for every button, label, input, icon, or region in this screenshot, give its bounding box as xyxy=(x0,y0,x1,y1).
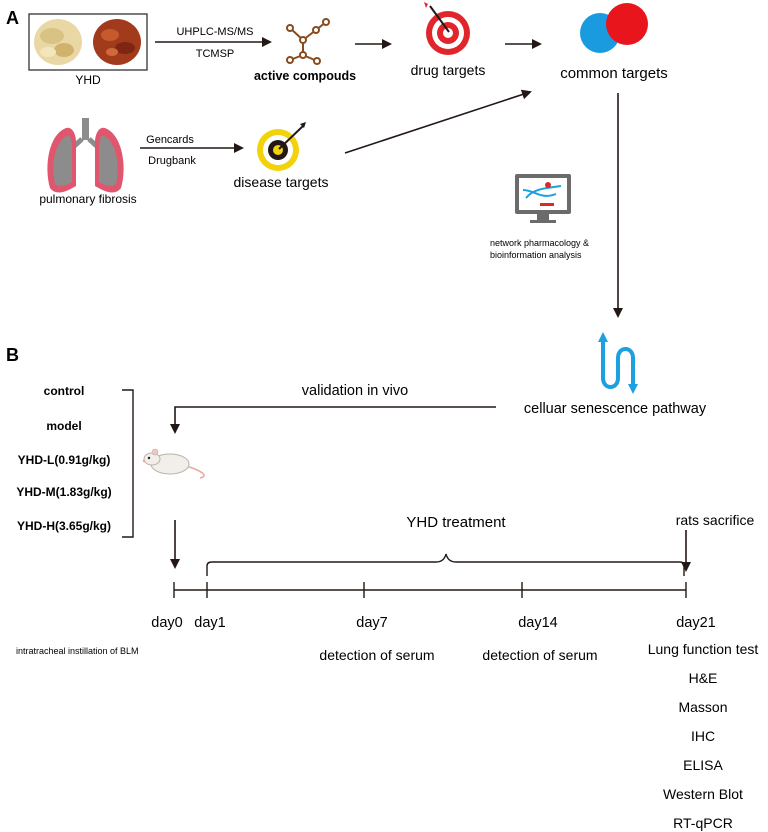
drug-targets-label: drug targets xyxy=(411,62,486,78)
day14-label: day14 xyxy=(518,615,558,631)
network-icon xyxy=(286,18,330,65)
group-yhd-h: YHD-H(3.65g/kg) xyxy=(17,519,111,533)
sacrifice-label: rats sacrifice xyxy=(676,512,755,528)
drug-target-dartboard-icon xyxy=(424,2,470,55)
day7-label: day7 xyxy=(356,615,387,631)
yhd-herb-image xyxy=(28,13,148,71)
analysis-line1-label: network pharmacology & xyxy=(490,238,589,248)
group-model: model xyxy=(46,419,81,433)
treatment-brace xyxy=(206,553,685,576)
pathway-icon xyxy=(598,332,638,394)
gencards-label: Gencards xyxy=(146,134,194,146)
uhplc-label: UHPLC-MS/MS xyxy=(176,26,253,38)
assay-rt-qpcr: RT-qPCR xyxy=(673,815,733,831)
day21-label: day21 xyxy=(676,615,716,631)
lungs-icon xyxy=(47,118,124,193)
analysis-monitor-icon xyxy=(515,174,571,223)
group-control: control xyxy=(44,384,85,398)
group-yhd-m: YHD-M(1.83g/kg) xyxy=(16,485,111,499)
arrow-disease-to-common xyxy=(344,89,532,154)
drugbank-label: Drugbank xyxy=(148,155,196,167)
day1-label: day1 xyxy=(194,615,225,631)
yhd-label: YHD xyxy=(75,73,101,87)
assay-elisa: ELISA xyxy=(683,757,723,773)
assay-ihc: IHC xyxy=(691,728,715,744)
venn-diagram-icon xyxy=(580,3,648,53)
blm-note: intratracheal instillation of BLM xyxy=(16,646,139,656)
serum-day14-label: detection of serum xyxy=(482,647,597,663)
assay-masson: Masson xyxy=(678,699,727,715)
analysis-line2-label: bioinformation analysis xyxy=(490,250,582,260)
group-yhd-l: YHD-L(0.91g/kg) xyxy=(18,453,111,467)
rat-icon xyxy=(142,448,205,479)
pulmonary-fibrosis-label: pulmonary fibrosis xyxy=(39,192,136,206)
assay-lung-function: Lung function test xyxy=(648,641,759,657)
tcmsp-label: TCMSP xyxy=(196,48,235,60)
pathway-label: celluar senescence pathway xyxy=(524,401,707,417)
panel-a-label: A xyxy=(6,8,19,28)
disease-targets-label: disease targets xyxy=(234,174,329,190)
groups-bracket xyxy=(122,389,134,538)
active-compounds-label: active compouds xyxy=(254,69,356,83)
panel-b-label: B xyxy=(6,345,19,365)
validation-label: validation in vivo xyxy=(302,383,408,399)
treatment-label: YHD treatment xyxy=(406,514,506,531)
assay-western-blot: Western Blot xyxy=(663,786,743,802)
arrow-validation xyxy=(170,406,496,434)
assay-he: H&E xyxy=(689,670,718,686)
disease-target-dartboard-icon xyxy=(257,122,306,171)
day0-label: day0 xyxy=(151,615,182,631)
common-targets-label: common targets xyxy=(560,65,668,82)
serum-day7-label: detection of serum xyxy=(319,647,434,663)
